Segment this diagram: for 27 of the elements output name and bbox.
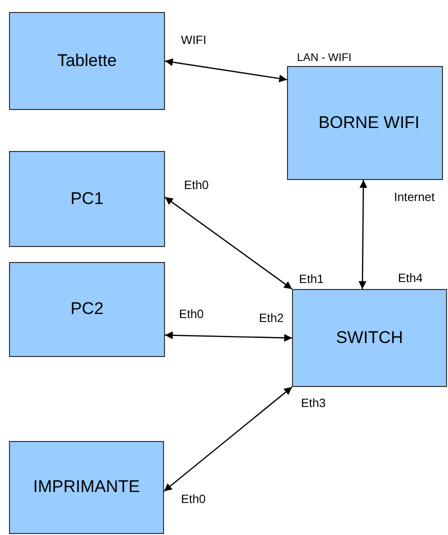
port-label: Eth4 [398,272,423,286]
double-arrow [358,180,368,289]
device-box [9,441,164,534]
double-arrow [164,386,292,492]
device-name: BORNE WIFI [318,112,420,134]
device-box [9,262,165,357]
port-label: Eth2 [259,312,284,326]
port-label: Internet [394,191,435,204]
double-arrow [164,58,288,82]
device-box [287,66,443,180]
device-name: Tablette [57,50,117,72]
double-arrow [164,196,292,290]
device-name: SWITCH [336,328,404,348]
port-label: Eth0 [179,308,204,322]
device-name: IMPRIMANTE [33,477,140,498]
device-box [292,289,447,387]
port-label: LAN - WIFI [297,52,352,64]
port-label: Eth0 [181,493,206,506]
port-label: Eth3 [301,397,326,410]
device-box [9,151,165,247]
device-name: PC1 [70,188,104,210]
port-label: WIFI [181,34,206,48]
port-label: Eth1 [299,273,324,286]
device-box [9,12,165,110]
device-name: PC2 [70,299,104,320]
port-label: Eth0 [184,179,209,192]
double-arrow [164,331,292,342]
